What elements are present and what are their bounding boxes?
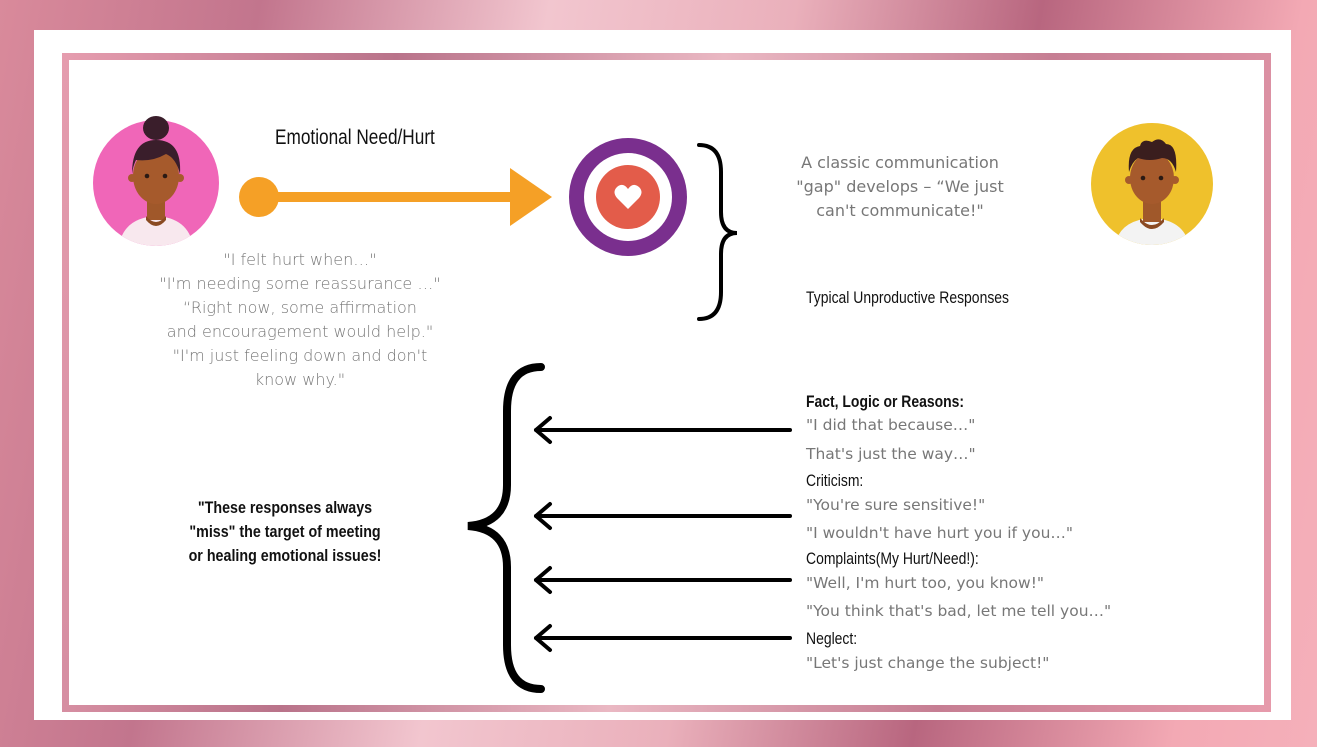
gap-line: "gap" develops – “We just xyxy=(796,177,1004,196)
woman-avatar-icon xyxy=(93,116,219,246)
miss-note-line: "miss" the target of meeting xyxy=(189,522,381,541)
response-label-criticism: Criticism: xyxy=(806,471,864,490)
response-arrow xyxy=(534,416,792,444)
miss-note-line: "These responses always xyxy=(197,498,373,517)
response-label-neglect: Neglect: xyxy=(806,629,858,648)
quote-line: “Right now, some affirmation xyxy=(183,298,417,317)
man-avatar-icon xyxy=(1091,123,1213,245)
gap-description: A classic communication "gap" develops –… xyxy=(755,151,1045,223)
gap-brace xyxy=(697,143,738,321)
miss-note-line: or healing emotional issues! xyxy=(188,546,382,565)
response-quote: "I did that because…" xyxy=(806,416,976,434)
quote-line: know why." xyxy=(254,370,346,389)
response-arrow xyxy=(534,624,792,652)
emotional-need-arrow xyxy=(239,168,552,226)
responses-brace xyxy=(467,363,545,693)
response-quote: "I wouldn't have hurt you if you…" xyxy=(806,524,1074,542)
responses-heading: Typical Unproductive Responses xyxy=(806,288,1010,307)
speaker-quotes: "I felt hurt when…" "I'm needing some re… xyxy=(120,248,480,392)
gap-line: A classic communication xyxy=(801,153,999,172)
response-quote: "You're sure sensitive!" xyxy=(806,496,986,514)
quote-line: "I felt hurt when…" xyxy=(223,250,377,269)
arrow-label: Emotional Need/Hurt xyxy=(275,126,435,149)
response-quote: That's just the way…" xyxy=(806,445,976,463)
response-label-complaints: Complaints(My Hurt/Need!): xyxy=(806,549,979,568)
response-arrow xyxy=(534,502,792,530)
response-quote: "Let's just change the subject!" xyxy=(806,654,1050,672)
response-arrow xyxy=(534,566,792,594)
gap-line: can't communicate!" xyxy=(816,201,984,220)
response-arrows xyxy=(534,416,792,652)
quote-line: "I'm just feeling down and don't xyxy=(172,346,428,365)
response-quote: "You think that's bad, let me tell you…" xyxy=(806,602,1112,620)
response-quote: "Well, I'm hurt too, you know!" xyxy=(806,574,1045,592)
quote-line: and encouragement would help." xyxy=(166,322,434,341)
response-label-fact: Fact, Logic or Reasons: xyxy=(806,392,965,411)
quote-line: "I'm needing some reassurance …" xyxy=(159,274,441,293)
heart-target-icon xyxy=(569,138,687,256)
miss-note: "These responses always "miss" the targe… xyxy=(172,496,399,568)
